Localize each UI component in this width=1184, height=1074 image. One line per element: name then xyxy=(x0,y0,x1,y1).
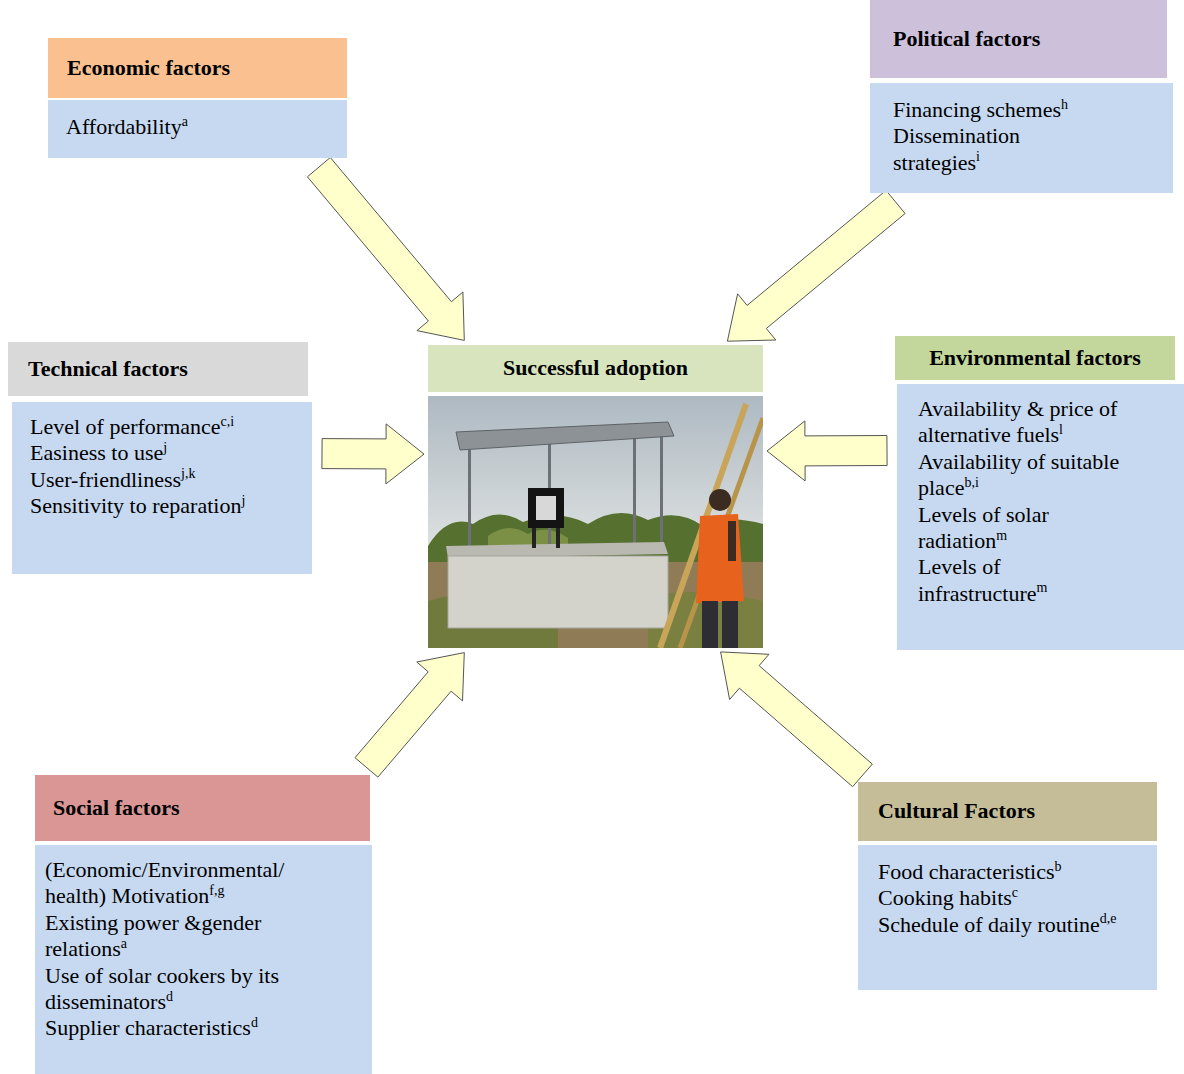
factor-item: Dissemination strategies xyxy=(893,123,1020,174)
reference-mark: c xyxy=(1012,885,1018,900)
factor-list: Financing schemeshDissemination strategi… xyxy=(870,83,1173,193)
reference-mark: j,k xyxy=(181,466,195,481)
reference-mark: c,i xyxy=(221,414,235,429)
list-item: Sensitivity to reparationj xyxy=(30,493,305,519)
header-text: Economic factors xyxy=(67,55,230,81)
factor-item: Levels of solar radiation xyxy=(918,502,1049,553)
person-vest xyxy=(696,514,744,603)
factor-item: Level of performance xyxy=(30,414,221,439)
concrete-base xyxy=(448,556,668,628)
list-item: Existing power &gender relationsa xyxy=(45,910,335,963)
factor-header: Economic factors xyxy=(48,38,347,98)
list-item: Use of solar cookers by its disseminator… xyxy=(45,963,335,1016)
header-text: Environmental factors xyxy=(929,345,1141,371)
header-text: Social factors xyxy=(53,795,179,821)
factor-list: Availability & price of alternative fuel… xyxy=(897,384,1184,650)
factor-list: Food characteristicsbCooking habitscSche… xyxy=(858,845,1157,990)
list-item: Financing schemesh xyxy=(893,97,1073,123)
header-text: Cultural Factors xyxy=(878,798,1035,824)
shelter-roof xyxy=(456,422,674,450)
factor-header: Environmental factors xyxy=(895,336,1175,380)
reference-mark: i xyxy=(976,149,980,164)
factor-item: Availability of suitable place xyxy=(918,449,1119,500)
list-item: Affordabilitya xyxy=(66,114,336,140)
reference-mark: d,e xyxy=(1100,911,1117,926)
block-arrow xyxy=(721,652,873,787)
list-item: Availability of suitable placeb,i xyxy=(918,449,1128,502)
block-arrow xyxy=(767,421,887,481)
factor-item: Easiness to use xyxy=(30,440,163,465)
factor-header: Social factors xyxy=(35,775,370,841)
shelter-post xyxy=(468,444,471,548)
list-item: Supplier characteristicsd xyxy=(45,1015,335,1041)
list-item: Cooking habitsc xyxy=(878,885,1148,911)
factor-item: Sensitivity to reparation xyxy=(30,493,241,518)
reference-mark: m xyxy=(996,528,1007,543)
header-text: Technical factors xyxy=(28,356,188,382)
factor-item: Availability & price of alternative fuel… xyxy=(918,396,1117,447)
list-item: Levels of solar radiationm xyxy=(918,502,1128,555)
list-item: User-friendlinessj,k xyxy=(30,467,305,493)
reference-mark: d xyxy=(166,989,173,1004)
reference-mark: a xyxy=(121,936,127,951)
factor-item: Affordability xyxy=(66,114,182,139)
factor-list: Affordabilitya xyxy=(48,100,347,158)
photo-illustration xyxy=(428,396,763,648)
shelter-post xyxy=(660,434,663,544)
header-text: Political factors xyxy=(893,26,1040,52)
factor-item: (Economic/Environmental/ health) Motivat… xyxy=(45,857,285,908)
solar-cooker xyxy=(528,488,564,528)
block-arrow xyxy=(307,158,464,341)
reference-mark: d xyxy=(251,1015,258,1030)
header-text: Successful adoption xyxy=(503,355,688,381)
factor-item: Existing power &gender relations xyxy=(45,910,261,961)
factor-item: Schedule of daily routine xyxy=(878,912,1100,937)
factor-header: Cultural Factors xyxy=(858,782,1157,841)
list-item: (Economic/Environmental/ health) Motivat… xyxy=(45,857,335,910)
cooker-reflector xyxy=(536,496,556,520)
shelter-post xyxy=(633,436,636,544)
person-leg xyxy=(702,601,718,648)
factor-item: Cooking habits xyxy=(878,885,1012,910)
reference-mark: j xyxy=(163,440,167,455)
list-item: Levels of infrastructurem xyxy=(918,554,1128,607)
factor-item: Food characteristics xyxy=(878,859,1055,884)
factor-list: Level of performancec,iEasiness to usejU… xyxy=(12,402,312,574)
factor-item: Levels of infrastructure xyxy=(918,554,1037,605)
factor-header: Political factors xyxy=(870,0,1167,78)
reference-mark: f,g xyxy=(209,883,224,898)
outcome-box: Successful adoption xyxy=(428,345,763,648)
reference-mark: a xyxy=(182,114,188,129)
wooden-pole xyxy=(660,404,746,648)
person-head xyxy=(709,489,731,511)
list-item: Level of performancec,i xyxy=(30,414,305,440)
reference-mark: h xyxy=(1061,97,1068,112)
list-item: Availability & price of alternative fuel… xyxy=(918,396,1128,449)
factor-item: Financing schemes xyxy=(893,97,1061,122)
block-arrow xyxy=(355,653,464,778)
reference-mark: b,i xyxy=(964,475,978,490)
reference-mark: j xyxy=(241,493,245,508)
list-item: Easiness to usej xyxy=(30,440,305,466)
factor-item: Supplier characteristics xyxy=(45,1015,251,1040)
reference-mark: b xyxy=(1055,859,1062,874)
factor-item: Use of solar cookers by its disseminator… xyxy=(45,963,279,1014)
person-leg xyxy=(722,601,738,648)
person-arm xyxy=(728,521,736,561)
block-arrow xyxy=(322,424,424,484)
list-item: Dissemination strategiesi xyxy=(893,123,1073,176)
block-arrow xyxy=(727,190,905,341)
factor-list: (Economic/Environmental/ health) Motivat… xyxy=(35,845,372,1074)
wooden-pole xyxy=(680,418,763,648)
factor-item: User-friendliness xyxy=(30,467,181,492)
reference-mark: m xyxy=(1037,580,1048,595)
list-item: Food characteristicsb xyxy=(878,859,1148,885)
list-item: Schedule of daily routined,e xyxy=(878,912,1148,938)
header-band: Successful adoption xyxy=(428,345,763,392)
reference-mark: l xyxy=(1059,422,1063,437)
factor-header: Technical factors xyxy=(8,342,308,396)
